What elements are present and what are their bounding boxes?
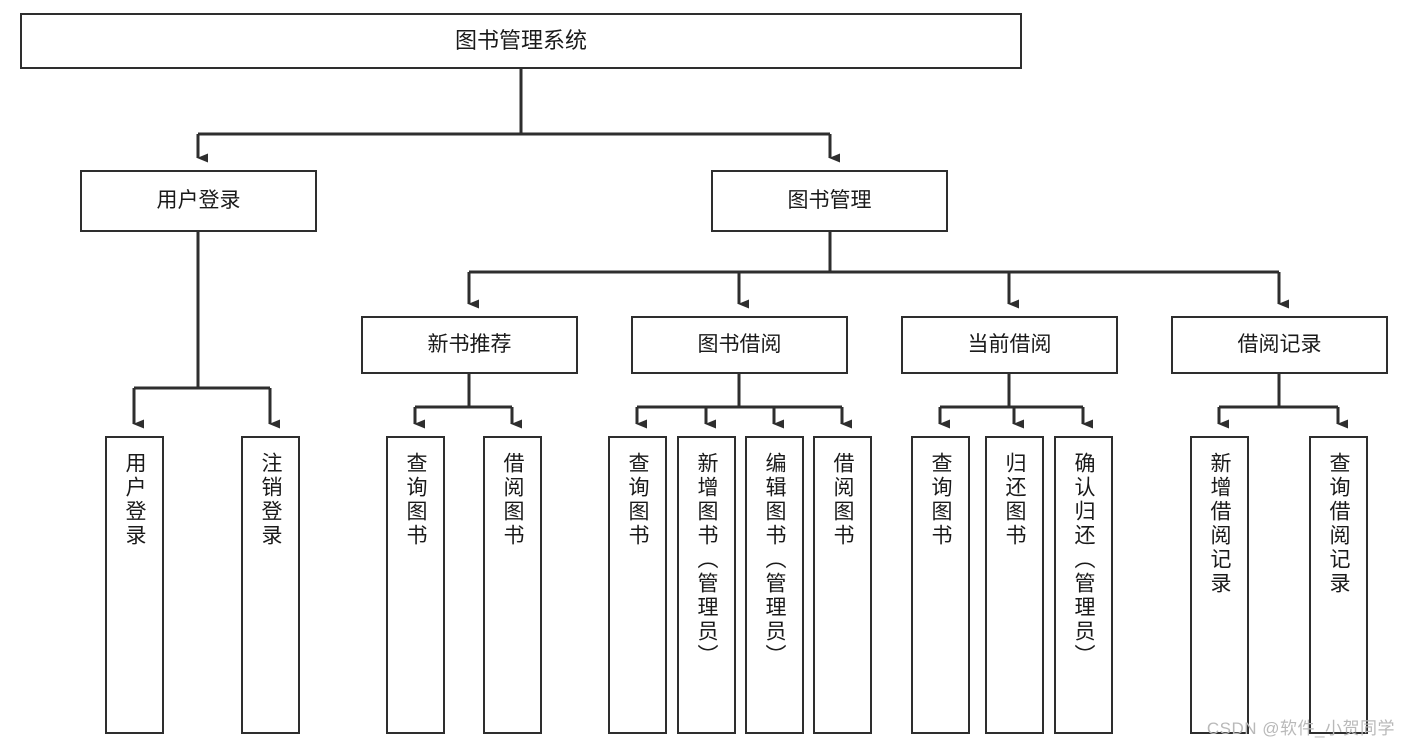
node-label: 查询图书	[404, 452, 427, 548]
node-label: 注销登录	[259, 452, 282, 548]
node-label: 查询借阅记录	[1327, 452, 1350, 596]
node-leaf-query-book-current[interactable]: 查询图书	[911, 436, 970, 734]
node-label: 借阅图书	[501, 452, 524, 548]
node-label: 新增借阅记录	[1208, 452, 1231, 596]
node-leaf-query-book-borrow[interactable]: 查询图书	[608, 436, 667, 734]
node-leaf-return-book[interactable]: 归还图书	[985, 436, 1044, 734]
node-label: 当前借阅	[967, 333, 1052, 357]
node-label: 归还图书	[1003, 452, 1026, 548]
node-leaf-confirm-return[interactable]: 确认归还（管理员）	[1054, 436, 1113, 734]
node-label: 图书管理	[787, 189, 872, 213]
node-label: 用户登录	[156, 189, 241, 213]
node-label: 查询图书	[626, 452, 649, 548]
node-label: 图书借阅	[697, 333, 782, 357]
node-leaf-add-book[interactable]: 新增图书（管理员）	[677, 436, 736, 734]
node-label: 新书推荐	[427, 333, 512, 357]
node-book-borrow[interactable]: 图书借阅	[631, 316, 848, 374]
node-leaf-query-borrow-record[interactable]: 查询借阅记录	[1309, 436, 1368, 734]
watermark-text: CSDN @软件_小贺同学	[1206, 719, 1395, 738]
node-leaf-borrow-book-recommend[interactable]: 借阅图书	[483, 436, 542, 734]
node-leaf-add-borrow-record[interactable]: 新增借阅记录	[1190, 436, 1249, 734]
node-leaf-borrow-book[interactable]: 借阅图书	[813, 436, 872, 734]
node-leaf-logout[interactable]: 注销登录	[241, 436, 300, 734]
node-leaf-query-book-recommend[interactable]: 查询图书	[386, 436, 445, 734]
node-root-system[interactable]: 图书管理系统	[20, 13, 1022, 69]
node-label: 用户登录	[123, 452, 146, 548]
node-label: 图书管理系统	[454, 27, 587, 53]
node-leaf-edit-book[interactable]: 编辑图书（管理员）	[745, 436, 804, 734]
node-label: 借阅图书	[831, 452, 854, 548]
node-label: 新增图书（管理员）	[695, 452, 718, 668]
node-label: 查询图书	[929, 452, 952, 548]
node-book-manage[interactable]: 图书管理	[711, 170, 948, 232]
node-label: 借阅记录	[1237, 333, 1322, 357]
node-borrow-record[interactable]: 借阅记录	[1171, 316, 1388, 374]
node-leaf-user-login[interactable]: 用户登录	[105, 436, 164, 734]
node-current-borrow[interactable]: 当前借阅	[901, 316, 1118, 374]
node-user-login[interactable]: 用户登录	[80, 170, 317, 232]
node-label: 编辑图书（管理员）	[763, 452, 786, 668]
node-label: 确认归还（管理员）	[1072, 452, 1095, 668]
node-new-book-recommend[interactable]: 新书推荐	[361, 316, 578, 374]
